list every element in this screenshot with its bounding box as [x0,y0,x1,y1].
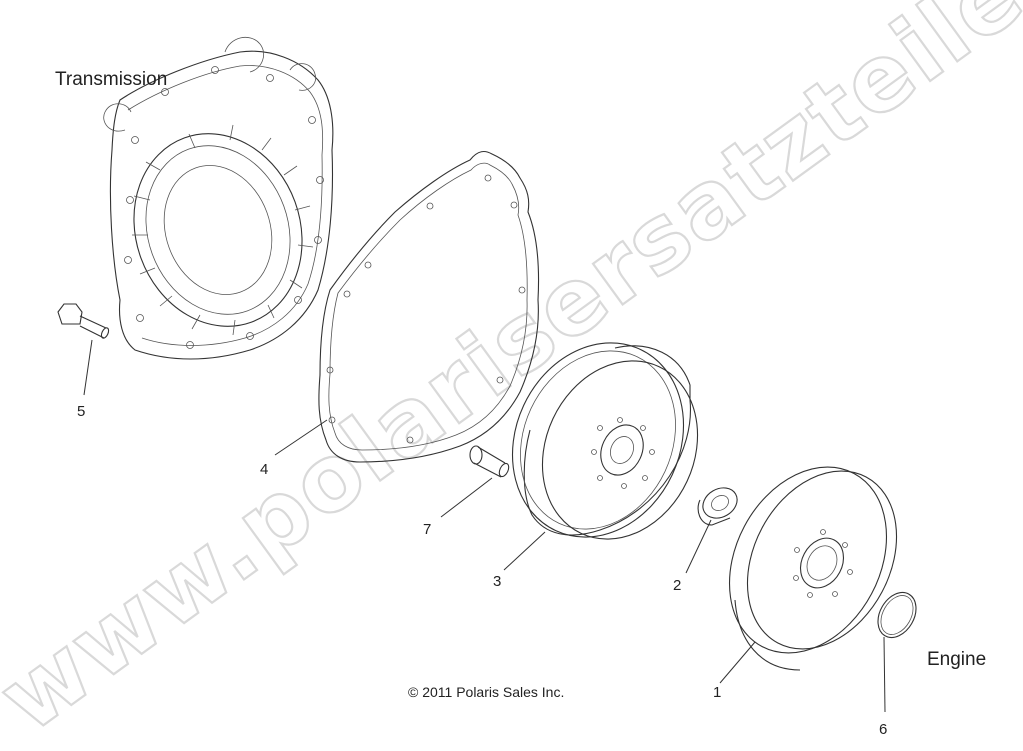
part-1-driven-disc [728,466,898,671]
callout-6: 6 [879,721,887,738]
transmission-label: Transmission [55,69,167,90]
callout-5: 5 [77,403,85,420]
callout-1: 1 [713,684,721,701]
part-4-gasket [318,150,540,463]
part-7-pin [469,445,510,478]
callout-2: 2 [673,577,681,594]
part-6-ring [877,591,917,639]
transmission-housing [103,36,334,360]
part-3-drive-disc [511,342,699,540]
callout-4: 4 [260,461,268,478]
copyright-text: © 2011 Polaris Sales Inc. [408,684,564,700]
leader-lines [83,339,886,713]
callout-7: 7 [423,521,431,538]
part-2-bushing [697,487,738,526]
callout-3: 3 [493,573,501,590]
engine-label: Engine [927,649,986,670]
part-5-bolt [57,303,110,339]
